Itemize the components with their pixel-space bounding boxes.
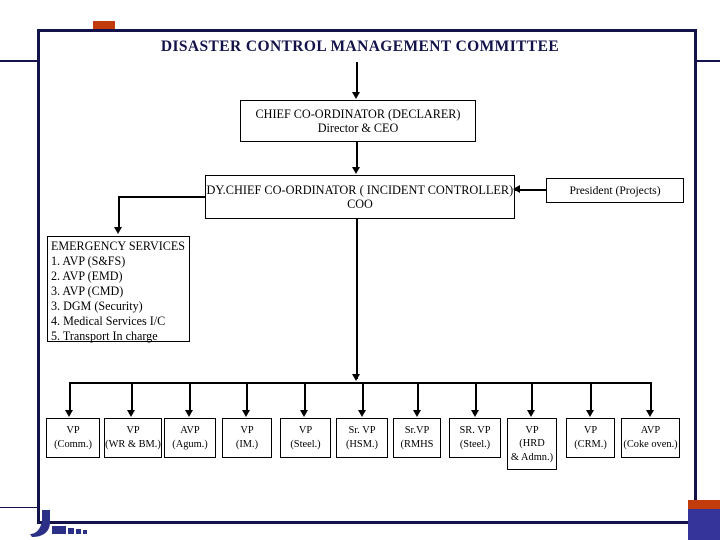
arrow-drop-5 — [300, 410, 308, 417]
frame-border-top — [37, 29, 697, 32]
node-chief-coordinator: CHIEF CO-ORDINATOR (DECLARER) Director &… — [240, 100, 476, 142]
arrow-drop-4 — [242, 410, 250, 417]
node-chief-line1: CHIEF CO-ORDINATOR (DECLARER) — [255, 106, 461, 121]
connector-deputy-to-emergency-horizontal — [118, 196, 206, 198]
connector-drop-11 — [650, 382, 652, 411]
arrow-president-to-deputy — [513, 185, 520, 193]
node-leaf-line2: (Agum.) — [172, 439, 208, 450]
node-leaf-line1: VP — [298, 425, 313, 437]
connector-drop-2 — [131, 382, 133, 411]
connector-drop-10 — [590, 382, 592, 411]
node-leaf: VP (Steel.) — [280, 418, 331, 458]
node-leaf-line1: VP — [66, 425, 80, 437]
arrow-drop-11 — [646, 410, 654, 417]
node-leaf-line2: (Comm.) — [54, 439, 92, 450]
frame-rule-right — [696, 60, 720, 62]
connector-deputy-trunk — [356, 219, 358, 379]
node-president-projects: President (Projects) — [546, 178, 684, 203]
arrow-drop-3 — [185, 410, 193, 417]
emergency-services-item: 4. Medical Services I/C — [51, 313, 166, 328]
connector-distribution-bar — [69, 382, 652, 384]
frame-rule-bottom-left — [0, 507, 38, 508]
frame-border-right — [694, 29, 697, 524]
arrow-chief-to-deputy — [352, 167, 360, 174]
node-leaf-line2: (Steel.) — [290, 439, 321, 450]
node-leaf: AVP (Agum.) — [164, 418, 216, 458]
node-leaf-line2: (Steel.) — [459, 439, 491, 450]
node-leaf-line1: VP — [525, 424, 539, 436]
arrow-drop-1 — [65, 410, 73, 417]
node-leaf-line1: AVP — [180, 425, 200, 437]
node-leaf-line2: (WR & BM.) — [105, 439, 161, 450]
node-leaf-line1: Sr. VP — [348, 425, 376, 437]
node-leaf: Sr. VP (HSM.) — [336, 418, 388, 458]
arrow-deputy-to-emergency — [114, 227, 122, 234]
connector-president-to-deputy — [515, 189, 547, 191]
node-leaf: VP (WR & BM.) — [104, 418, 162, 458]
node-deputy-line2: COO — [347, 197, 373, 211]
connector-drop-1 — [69, 382, 71, 411]
node-leaf-line2: (RMHS — [400, 439, 434, 450]
connector-deputy-to-emergency-vertical — [118, 196, 120, 228]
connector-drop-7 — [417, 382, 419, 411]
page-title: DISASTER CONTROL MANAGEMENT COMMITTEE — [160, 38, 560, 55]
frame-border-left — [37, 29, 40, 524]
accent-block-blue — [688, 509, 720, 540]
emergency-services-item: 3. DGM (Security) — [51, 298, 143, 313]
node-leaf: VP (Comm.) — [46, 418, 100, 458]
node-leaf-line1: SR. VP — [459, 425, 491, 437]
node-leaf-line1: VP — [240, 425, 254, 437]
frame-border-bottom — [37, 521, 697, 524]
node-leaf-line2: (HSM.) — [345, 439, 379, 450]
connector-drop-3 — [189, 382, 191, 411]
node-chief-line2: Director & CEO — [317, 121, 399, 135]
connector-drop-5 — [304, 382, 306, 411]
node-leaf-line3: & Admn.) — [510, 451, 554, 463]
connector-drop-6 — [362, 382, 364, 411]
connector-title-to-chief — [356, 62, 358, 93]
node-leaf-line1: AVP — [640, 425, 661, 437]
accent-tab-red — [93, 21, 115, 29]
node-leaf: Sr.VP (RMHS — [393, 418, 441, 458]
node-leaf: VP (CRM.) — [566, 418, 615, 458]
node-leaf: VP (IM.) — [222, 418, 272, 458]
company-logo — [22, 508, 117, 538]
emergency-services-item: 3. AVP (CMD) — [51, 283, 124, 298]
connector-chief-to-deputy — [356, 142, 358, 168]
frame-rule-left — [0, 60, 38, 62]
node-leaf-line1: Sr.VP — [404, 425, 430, 437]
arrow-drop-2 — [127, 410, 135, 417]
node-leaf-line2: (Coke oven.) — [623, 439, 678, 450]
arrow-drop-10 — [586, 410, 594, 417]
arrow-drop-6 — [358, 410, 366, 417]
emergency-services-item: 5. Transport In charge — [51, 328, 158, 343]
arrow-drop-9 — [527, 410, 535, 417]
node-leaf: SR. VP (Steel.) — [449, 418, 501, 458]
arrow-deputy-trunk — [352, 374, 360, 381]
node-leaf-line2: (IM.) — [235, 439, 259, 450]
connector-drop-9 — [531, 382, 533, 411]
arrow-drop-8 — [471, 410, 479, 417]
accent-bar-red — [688, 500, 720, 509]
node-deputy-chief-coordinator: DY.CHIEF CO-ORDINATOR ( INCIDENT CONTROL… — [205, 175, 515, 219]
node-leaf: VP (HRD & Admn.) — [507, 418, 557, 470]
emergency-services-item: 2. AVP (EMD) — [51, 268, 123, 283]
emergency-services-heading: EMERGENCY SERVICES — [51, 239, 185, 253]
node-leaf-line2: (HRD — [519, 438, 545, 450]
node-president-label: President (Projects) — [569, 183, 661, 197]
connector-drop-4 — [246, 382, 248, 411]
node-leaf-line1: VP — [583, 425, 598, 437]
node-leaf: AVP (Coke oven.) — [621, 418, 680, 458]
arrow-drop-7 — [413, 410, 421, 417]
node-leaf-line1: VP — [126, 425, 140, 437]
emergency-services-item: 1. AVP (S&FS) — [51, 253, 126, 268]
connector-drop-8 — [475, 382, 477, 411]
node-leaf-line2: (CRM.) — [574, 439, 607, 450]
node-deputy-line1: DY.CHIEF CO-ORDINATOR ( INCIDENT CONTROL… — [206, 182, 514, 197]
arrow-title-to-chief — [352, 92, 360, 99]
node-emergency-services: EMERGENCY SERVICES 1. AVP (S&FS) 2. AVP … — [47, 236, 190, 343]
